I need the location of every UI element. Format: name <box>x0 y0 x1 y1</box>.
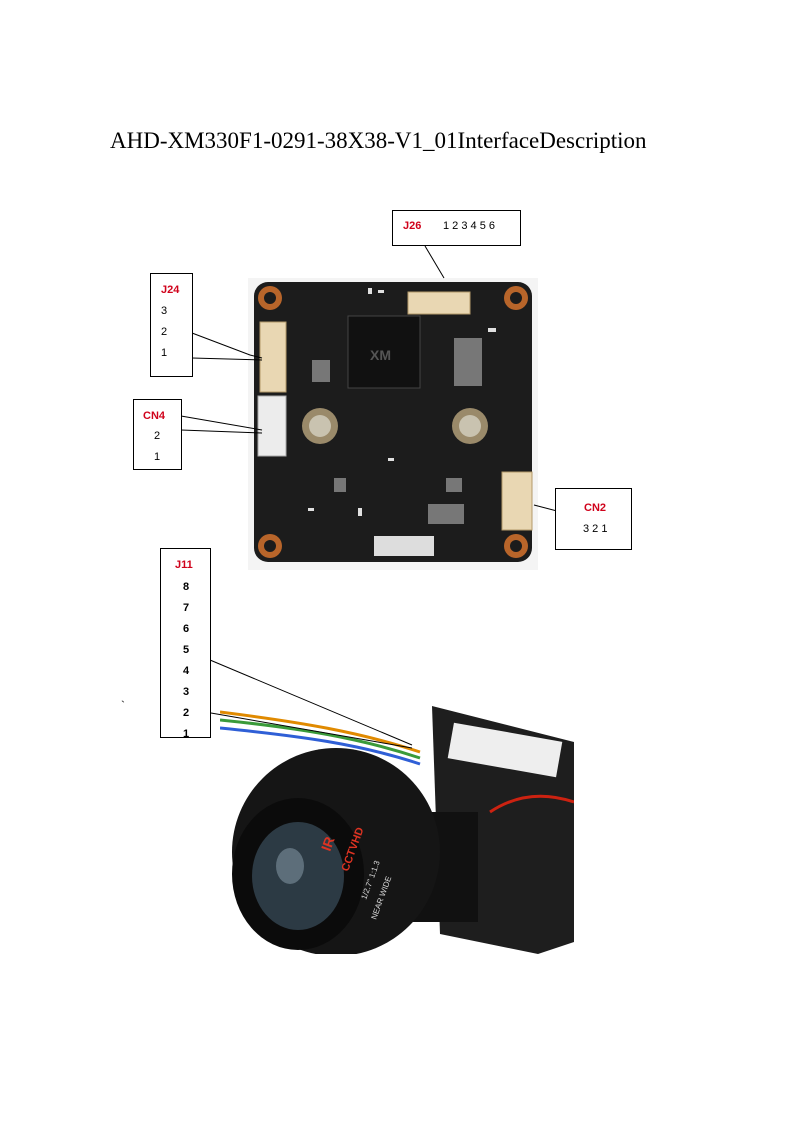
svg-text:IR: IR <box>318 834 338 853</box>
j11-pin: 2 <box>183 707 190 719</box>
document-title: AHD-XM330F1-0291-38X38-V1_01InterfaceDes… <box>110 128 647 153</box>
j26-pins: 1 2 3 4 5 6 <box>443 220 495 232</box>
j26-label: J26 <box>403 220 422 232</box>
j24-pin: 2 <box>161 326 168 338</box>
cn4-pin: 2 <box>154 430 161 442</box>
svg-text:XM: XM <box>370 347 391 363</box>
j11-pin: 3 <box>183 686 190 698</box>
j11-pin: 4 <box>183 665 190 677</box>
j11-pin: 8 <box>183 581 190 593</box>
j24-pin: 1 <box>161 347 168 359</box>
j11-pin: 7 <box>183 602 190 614</box>
j11-callout: J11 8 7 6 5 4 3 2 1 <box>160 548 211 738</box>
j11-label: J11 <box>175 559 193 571</box>
j11-pin: 5 <box>183 644 190 656</box>
j24-callout: J24 3 2 1 <box>150 273 193 377</box>
j24-pin: 3 <box>161 305 168 317</box>
j26-callout: J26 1 2 3 4 5 6 <box>392 210 521 246</box>
stray-mark: ` <box>121 698 125 712</box>
pcb-board-photo: XM <box>248 278 538 570</box>
cn4-pin: 1 <box>154 451 161 463</box>
j24-pin-list: 3 2 1 <box>161 301 167 364</box>
lens-module-photo: IR CCTVHD 1/2.7" 1:1.3 NEAR WIDE <box>220 702 574 954</box>
j11-pin-list: 8 7 6 5 4 3 2 1 <box>183 577 190 738</box>
cn4-label: CN4 <box>143 410 166 422</box>
cn2-callout: CN2 3 2 1 <box>555 488 632 550</box>
cn2-pins: 3 2 1 <box>583 523 608 535</box>
j24-label: J24 <box>161 284 180 296</box>
cn2-label: CN2 <box>584 502 607 514</box>
cn4-callout: CN4 2 1 <box>133 399 182 470</box>
j11-pin: 6 <box>183 623 190 635</box>
j11-pin: 1 <box>183 728 190 738</box>
cn4-pin-list: 2 1 <box>154 426 160 468</box>
